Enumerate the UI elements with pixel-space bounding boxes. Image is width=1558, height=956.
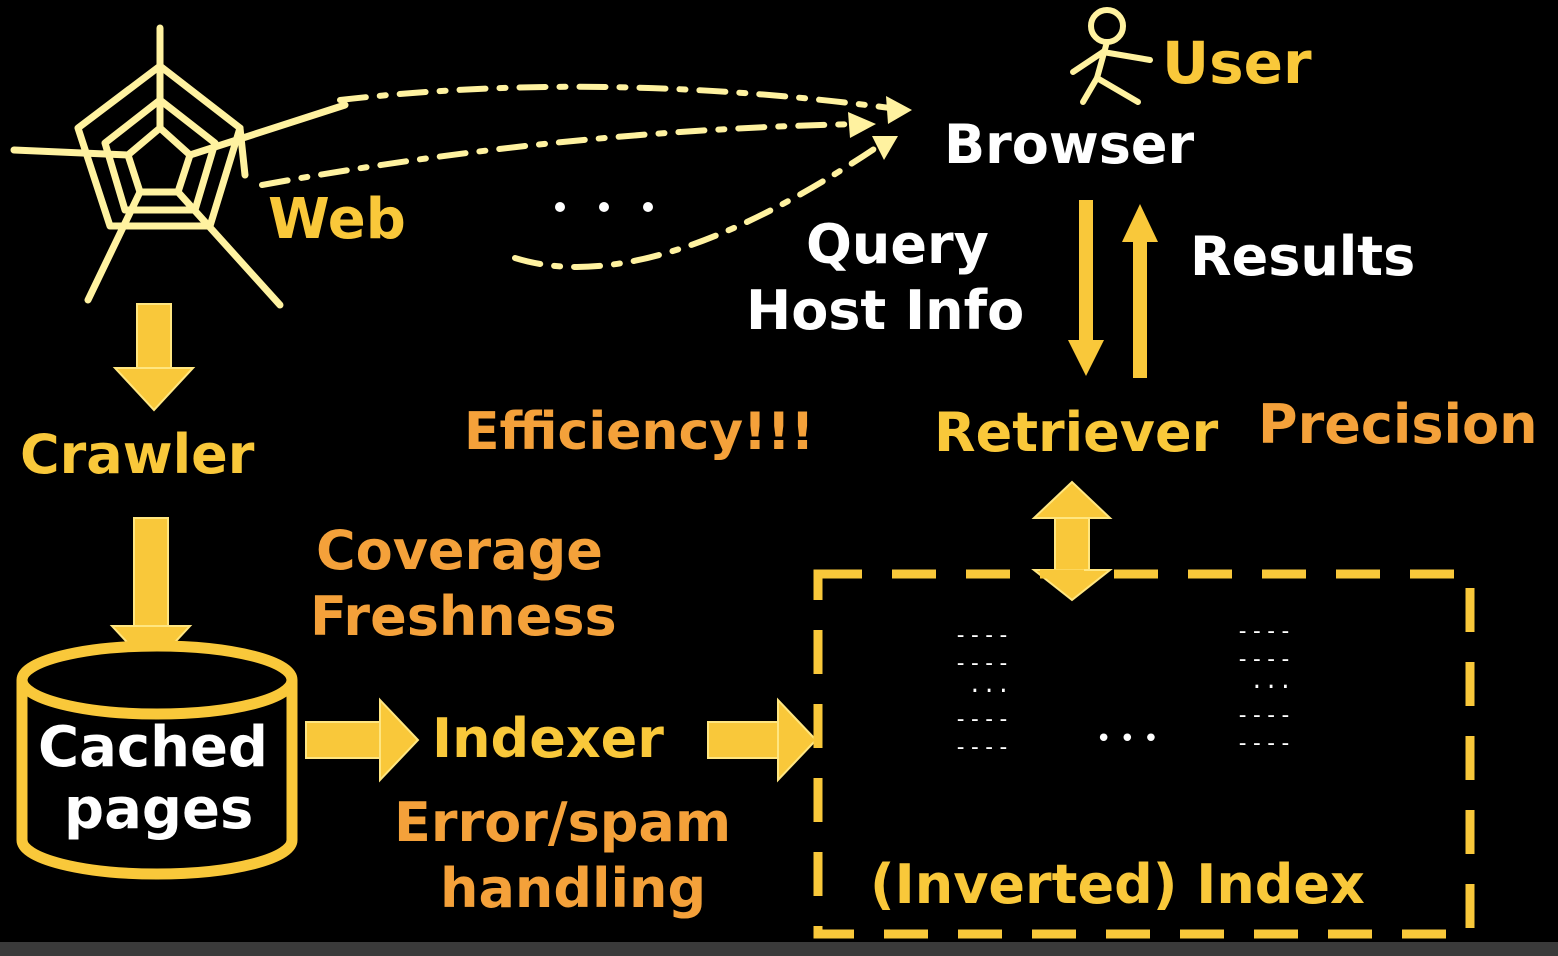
results-arrow xyxy=(1122,204,1158,378)
query-arrow xyxy=(1068,200,1104,376)
freshness-label: Freshness xyxy=(310,585,617,648)
arrowheads xyxy=(848,96,912,160)
cached-label: Cached xyxy=(38,715,269,780)
stick-figure-icon xyxy=(1070,7,1153,105)
handling-label: handling xyxy=(440,857,707,920)
pages-label: pages xyxy=(64,777,254,842)
indexer-label: Indexer xyxy=(432,707,664,770)
index-ellipsis: • • • xyxy=(1096,724,1159,754)
index-doc-right: ---- ---- ··· ---- ---- xyxy=(1236,619,1293,756)
index-doc-left: ---- ---- ··· ---- ---- xyxy=(954,623,1011,760)
efficiency-label: Efficiency!!! xyxy=(464,402,815,462)
host-info-label: Host Info xyxy=(746,279,1025,342)
web-to-crawler-arrow xyxy=(112,303,196,412)
cache-to-indexer-arrow xyxy=(305,697,420,783)
cylinder-icon xyxy=(16,640,298,880)
indexer-to-index-arrow xyxy=(707,697,818,783)
inverted-index-label: (Inverted) Index xyxy=(870,853,1365,916)
web-ellipsis xyxy=(555,202,653,212)
index-retriever-arrow xyxy=(1031,480,1113,602)
browser-label: Browser xyxy=(944,113,1195,176)
results-label: Results xyxy=(1190,225,1416,288)
crawler-label: Crawler xyxy=(20,423,255,486)
bottom-bar xyxy=(0,942,1558,956)
web-to-browser-arrows xyxy=(259,83,893,270)
precision-label: Precision xyxy=(1258,393,1538,456)
inverted-index-box xyxy=(813,569,1475,939)
coverage-label: Coverage xyxy=(316,519,603,582)
query-label: Query xyxy=(806,213,989,276)
spider-web-icon xyxy=(10,24,349,309)
retriever-label: Retriever xyxy=(934,401,1219,464)
web-label: Web xyxy=(268,187,406,252)
error-spam-label: Error/spam xyxy=(394,791,732,854)
user-label: User xyxy=(1162,29,1312,97)
